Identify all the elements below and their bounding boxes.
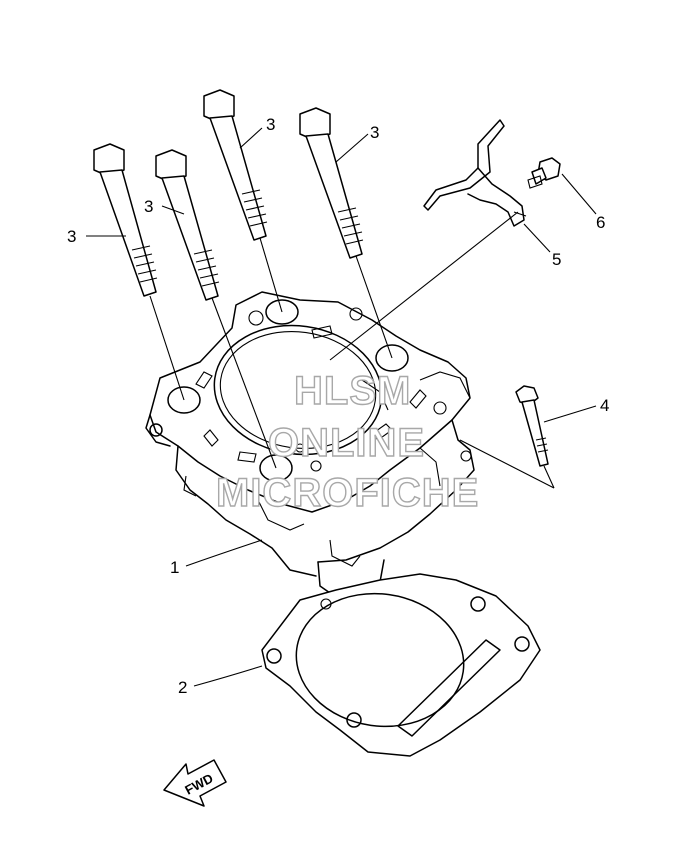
watermark-line-2: ONLINE — [268, 421, 425, 465]
stud-bolt-4[interactable] — [299, 107, 364, 259]
watermark-line-1: HLSM — [294, 369, 411, 413]
callout-6: 6 — [596, 213, 605, 232]
assembly-lines — [149, 211, 555, 489]
stud-bolt-2[interactable] — [155, 149, 220, 301]
stud-bolt-1[interactable] — [93, 143, 158, 297]
stud-bolt-3[interactable] — [203, 89, 268, 241]
callout-5: 5 — [552, 250, 561, 269]
callout-3a: 3 — [67, 227, 76, 246]
cylinder-gasket[interactable] — [261, 573, 541, 757]
flange-bolt[interactable] — [527, 157, 561, 189]
callout-3b: 3 — [144, 197, 153, 216]
forward-arrow: FWD — [163, 759, 227, 807]
bolt[interactable] — [515, 385, 549, 467]
watermark: HLSM ONLINE MICROFICHE — [215, 368, 479, 515]
callout-leaders — [86, 127, 597, 687]
callout-2: 2 — [178, 678, 187, 697]
callout-4: 4 — [600, 396, 609, 415]
guide-bracket[interactable] — [423, 119, 527, 227]
watermark-line-3: MICROFICHE — [216, 471, 479, 515]
callout-1: 1 — [170, 558, 179, 577]
callout-3c: 3 — [266, 115, 275, 134]
callout-3d: 3 — [370, 123, 379, 142]
